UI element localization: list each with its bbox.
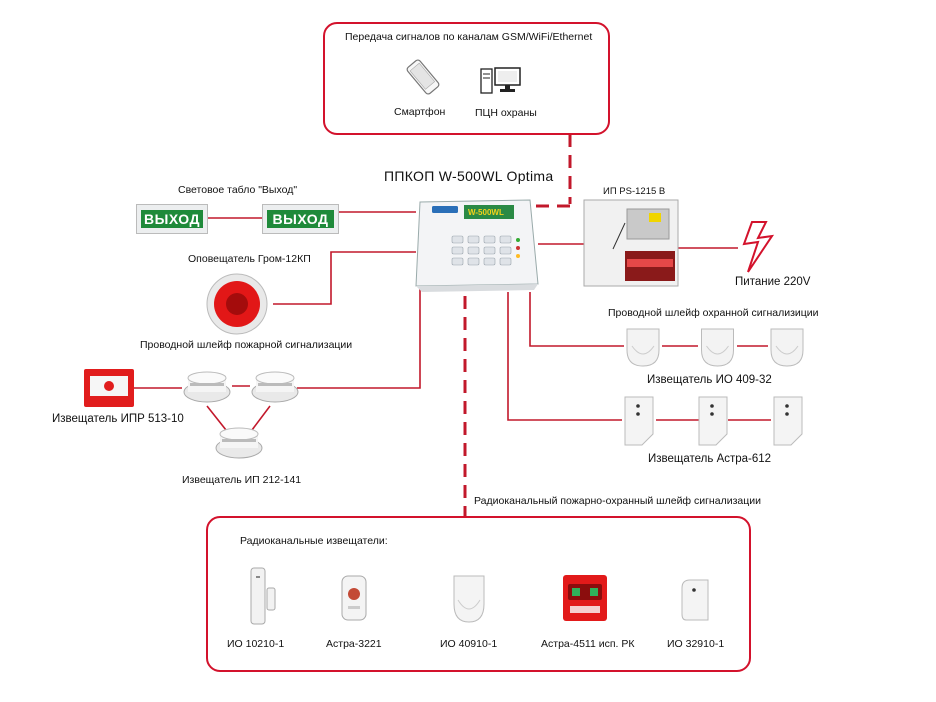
gsm-box-title: Передача сигналов по каналам GSM/WiFi/Et…	[345, 31, 593, 43]
wire-detector-lower-b	[251, 405, 271, 431]
radio-device-5-label: ИО 32910-1	[667, 638, 725, 650]
wire-siren-panel	[273, 251, 416, 305]
wire-fire-loop	[297, 278, 421, 389]
smartphone-label: Смартфон	[394, 106, 446, 118]
panel-title: ППКОП W-500WL Optima	[384, 168, 554, 184]
security-loop-label: Проводной шлейф охранной сигнализиции	[608, 307, 819, 319]
manual-call-point-image	[84, 369, 134, 407]
radio-loop-label: Радиоканальный пожарно-охранный шлейф си…	[474, 495, 761, 507]
panel-display-brand: W-500WL	[468, 208, 504, 217]
wire-detector-lower-a	[206, 405, 227, 431]
magnetic-contact-image	[250, 567, 276, 625]
wire-astra612-loop	[507, 292, 622, 421]
exit-sign-1: ВЫХОД	[136, 204, 208, 234]
exit-sign-2-text: ВЫХОД	[267, 210, 334, 228]
ip212-label: Извещатель ИП 212-141	[182, 474, 302, 486]
ipr-label: Извещатель ИПР 513-10	[52, 413, 184, 425]
lightning-icon	[742, 221, 775, 273]
smoke-detector-2-image	[251, 371, 299, 403]
fire-loop-label: Проводной шлейф пожарной сигнализации	[140, 339, 353, 351]
radio-device-1-label: ИО 10210-1	[227, 638, 285, 650]
radio-device-4-label: Астра-4511 исп. РК	[541, 638, 635, 650]
glass-break-detector-1-image	[624, 396, 654, 446]
radio-box-title: Радиоканальные извещатели:	[240, 535, 388, 547]
siren-image	[206, 273, 268, 335]
io409-label: Извещатель ИО 409-32	[647, 374, 772, 386]
psu-label: ИП PS-1215 В	[603, 186, 666, 197]
radio-glass-detector-image	[681, 579, 709, 621]
smoke-detector-1-image	[183, 371, 231, 403]
radio-manual-call-point-image	[563, 575, 607, 621]
panic-button-image	[341, 575, 367, 621]
exit-sign-2: ВЫХОД	[262, 204, 339, 234]
power-supply-image	[583, 199, 679, 287]
radio-device-3-label: ИО 40910-1	[440, 638, 498, 650]
siren-label: Оповещатель Гром-12КП	[188, 253, 311, 265]
astra612-label: Извещатель Астра-612	[648, 453, 772, 465]
wire-security-loop	[529, 292, 624, 347]
radio-motion-detector-image	[453, 575, 485, 623]
motion-detector-3-image	[770, 328, 804, 367]
radio-device-2-label: Астра-3221	[326, 638, 382, 650]
control-panel-image: W-500WL	[415, 199, 539, 292]
motion-detector-1-image	[626, 328, 660, 367]
motion-detector-2-image	[701, 328, 734, 367]
smoke-detector-3-image	[215, 427, 263, 459]
pcn-label: ПЦН охраны	[475, 107, 537, 119]
mains-power-label: Питание 220V	[735, 276, 811, 288]
exit-sign-label: Световое табло "Выход"	[178, 184, 298, 196]
glass-break-detector-3-image	[773, 396, 803, 446]
glass-break-detector-2-image	[698, 396, 728, 446]
exit-sign-1-text: ВЫХОД	[141, 210, 203, 228]
computer-icon	[480, 67, 521, 94]
radio-detectors-box	[206, 516, 751, 672]
gsm-wifi-ethernet-box	[323, 22, 610, 135]
smartphone-icon	[406, 59, 440, 95]
